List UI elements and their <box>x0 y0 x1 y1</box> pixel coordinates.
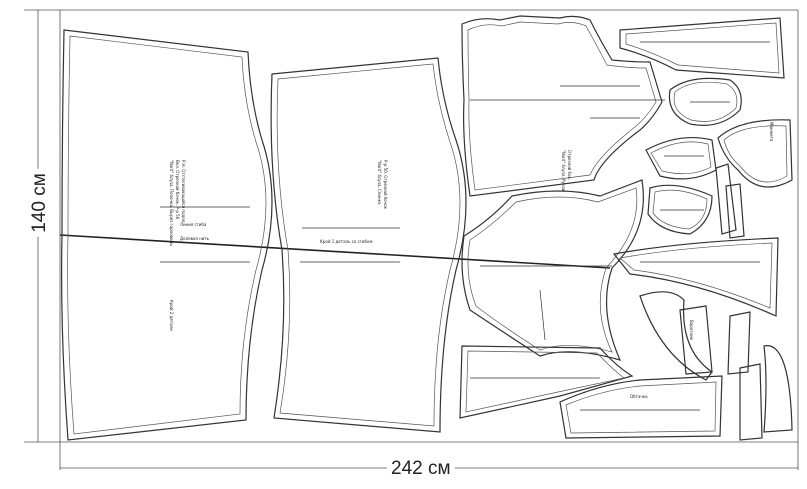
pattern-piece-hem-band <box>459 345 634 419</box>
pattern-piece-front <box>270 57 467 433</box>
piece-note: Р-р 50. Отрезной бочок <box>383 160 388 210</box>
piece-note: Обтачка <box>630 394 648 399</box>
pattern-piece-strip-1 <box>715 163 745 239</box>
pattern-piece-cuff <box>717 119 793 188</box>
piece-note: Воротник <box>689 320 694 341</box>
piece-note: Манжета <box>769 122 774 142</box>
piece-note: Линия сгиба <box>180 222 207 227</box>
piece-note: "Nord" блуза. Полочка. Вырез горловины <box>169 160 174 246</box>
pattern-piece-bodice-lower <box>461 179 644 361</box>
piece-note: Вкл. Отрезной бочок. Р-р 50 <box>175 160 180 220</box>
pattern-piece-back <box>61 29 273 441</box>
fold-line <box>59 234 611 269</box>
piece-note: Отрезной бок. <box>567 150 572 180</box>
pattern-piece-facing <box>645 136 717 180</box>
pattern-piece-collar <box>668 77 742 126</box>
width-dimension-label: 242 см <box>387 458 455 480</box>
height-dimension-label: 140 см <box>28 169 51 237</box>
piece-note: Крой 1 деталь со сгибом <box>320 239 372 244</box>
pattern-piece-sleeve <box>612 237 779 317</box>
pattern-piece-pocket <box>647 184 713 235</box>
pattern-piece-bodice-upper <box>461 15 665 197</box>
pattern-piece-yoke <box>619 17 785 79</box>
piece-note: Р.Н. Отстегивающийся подол <box>181 160 186 223</box>
piece-note: "Nord" блуза. Спинка <box>377 160 382 205</box>
pattern-piece-waistband <box>559 375 723 439</box>
piece-note: "Nord" блуза. Рукав <box>561 150 566 192</box>
piece-note: Крой 2 детали <box>169 300 174 331</box>
piece-note: Долевая нить <box>180 236 210 241</box>
pattern-piece-neck-facing <box>639 291 793 441</box>
